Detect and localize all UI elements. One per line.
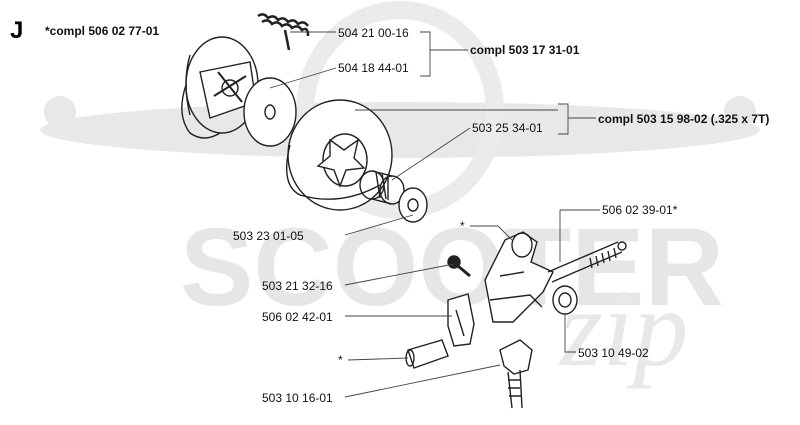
- star-marker-b: *: [338, 353, 343, 367]
- pin-part: [405, 339, 449, 369]
- clutch-part: [181, 36, 259, 139]
- kit-label-503-17-31-01: compl 503 17 31-01: [470, 43, 580, 57]
- drum-part: [286, 99, 393, 211]
- leader-lines: [269, 31, 600, 398]
- hose-fitting-part: [499, 339, 533, 409]
- oil-pump-part: [484, 231, 554, 323]
- svg-text:zip: zip: [558, 267, 688, 389]
- assembly-code: *compl 506 02 77-01: [45, 24, 160, 38]
- part-label-503-23-01-05: 503 23 01-05: [233, 229, 304, 243]
- section-letter: J: [10, 17, 24, 44]
- plate-part: [447, 293, 475, 347]
- worm-gear-part: [547, 241, 627, 283]
- part-label-503-10-49-02: 503 10 49-02: [578, 346, 649, 360]
- spring-part: [257, 13, 310, 51]
- screw-part: [447, 255, 471, 278]
- bearing-part: [359, 170, 405, 205]
- kit-label-503-15-98-02: compl 503 15 98-02 (.325 x 7T): [598, 112, 770, 126]
- part-label-504-21-00-16: 504 21 00-16: [338, 26, 409, 40]
- small-washer-part: [398, 187, 428, 223]
- part-label-504-18-44-01: 504 18 44-01: [338, 61, 409, 75]
- part-label-506-02-39-01: 506 02 39-01*: [602, 203, 678, 217]
- washer-part: [243, 77, 297, 147]
- part-label-503-10-16-01: 503 10 16-01: [262, 391, 333, 405]
- bushing-part: [552, 285, 578, 315]
- part-label-503-21-32-16: 503 21 32-16: [262, 279, 333, 293]
- part-label-506-02-42-01: 506 02 42-01: [262, 310, 333, 324]
- star-marker-a: *: [460, 219, 465, 233]
- part-label-503-25-34-01: 503 25 34-01: [472, 121, 543, 135]
